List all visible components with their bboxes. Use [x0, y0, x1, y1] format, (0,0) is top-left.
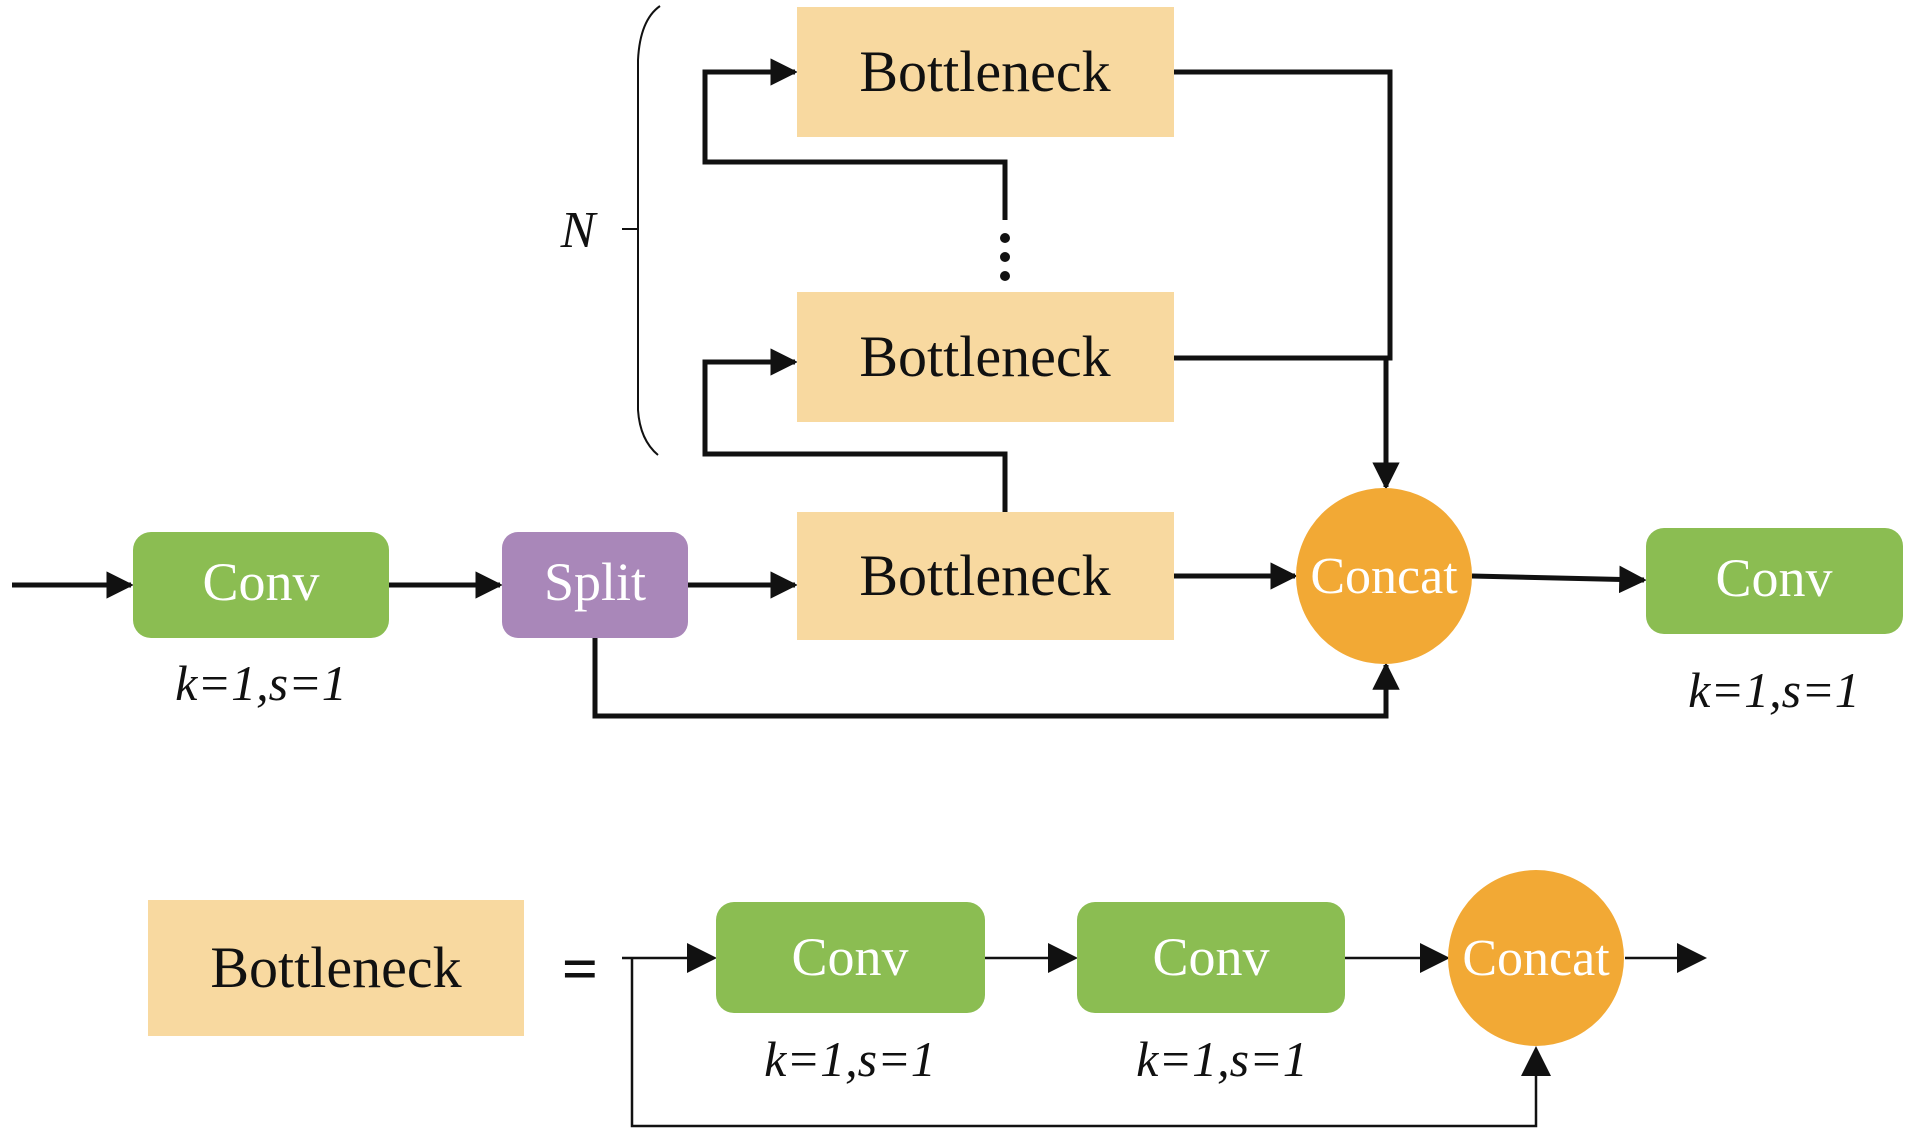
edge-bottleneck1-to-bottleneck2: [702, 348, 1008, 512]
bottleneck-node-1[interactable]: Bottleneck: [797, 512, 1174, 640]
ellipsis-icon: [1000, 233, 1010, 281]
output-conv-params: k=1,s=1: [1688, 662, 1860, 718]
equals-sign: =: [562, 933, 598, 1004]
bottom-conv-node-1[interactable]: Conv: [716, 902, 985, 1013]
bottleneck-definition-label: Bottleneck: [210, 935, 461, 1000]
bottom-conv-node-2[interactable]: Conv: [1077, 902, 1345, 1013]
bottom-connectors: [622, 943, 1707, 1128]
bottom-conv-label-1: Conv: [791, 927, 908, 987]
bottleneck-label-2: Bottleneck: [859, 324, 1110, 389]
edge-concat-to-conv: [1471, 565, 1647, 594]
split-node[interactable]: Split: [502, 532, 688, 638]
bottom-concat-label: Concat: [1462, 930, 1610, 987]
input-conv-node[interactable]: Conv: [133, 532, 389, 638]
edge-bottleneck3-to-concat: [1174, 69, 1393, 361]
edge-ellipsis-to-bottleneck3: [702, 58, 1008, 220]
input-conv-label: Conv: [202, 552, 319, 612]
input-conv-params: k=1,s=1: [175, 655, 347, 711]
repeat-label: N: [560, 202, 599, 259]
output-conv-label: Conv: [1715, 548, 1832, 608]
bottom-conv-label-2: Conv: [1152, 927, 1269, 987]
bottom-conv-params-1: k=1,s=1: [764, 1031, 936, 1087]
edge-residual: [630, 958, 1551, 1128]
bottleneck-node-3[interactable]: Bottleneck: [797, 7, 1174, 137]
bottom-concat-node[interactable]: Concat: [1448, 870, 1624, 1046]
bottleneck-node-2[interactable]: Bottleneck: [797, 292, 1174, 422]
output-conv-node[interactable]: Conv: [1646, 528, 1903, 634]
bottleneck-label-3: Bottleneck: [859, 39, 1110, 104]
top-connectors: [12, 58, 1647, 719]
edge-split-bypass: [592, 638, 1400, 719]
bottleneck-label-1: Bottleneck: [859, 543, 1110, 608]
concat-node[interactable]: Concat: [1296, 488, 1472, 664]
bottleneck-definition-box: Bottleneck: [148, 900, 524, 1036]
repeat-brace: [622, 5, 661, 456]
split-label: Split: [544, 552, 646, 612]
bottom-conv-params-2: k=1,s=1: [1136, 1031, 1308, 1087]
concat-label: Concat: [1310, 548, 1458, 605]
